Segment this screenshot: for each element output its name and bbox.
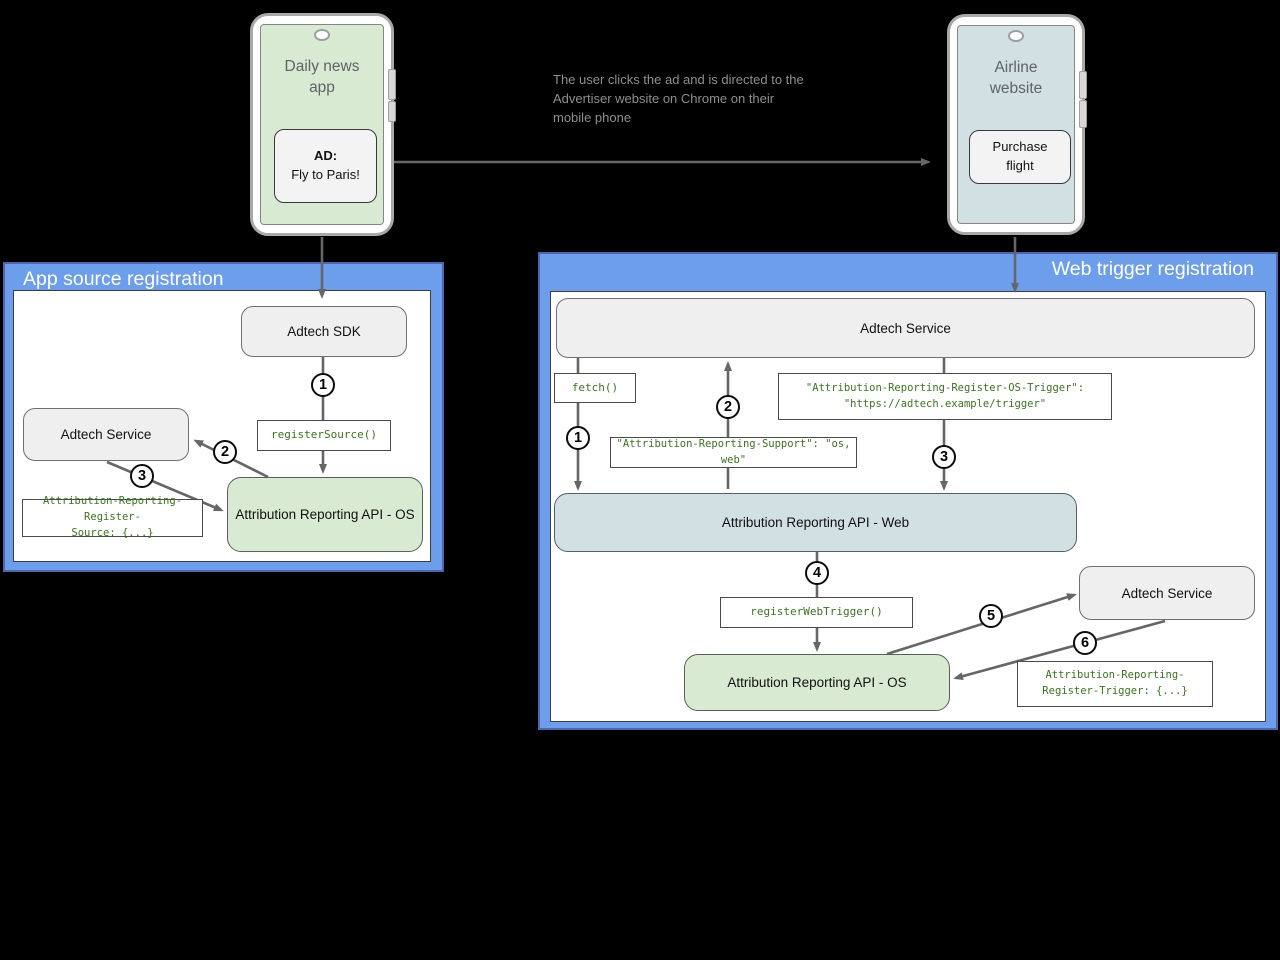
step-3-badge: 3 xyxy=(130,464,154,488)
phone-volume-button xyxy=(1079,71,1087,99)
purchase-flight-button: Purchase flight xyxy=(969,130,1071,184)
airline-screen: Airline website Purchase flight xyxy=(957,25,1075,224)
app-title: Daily news app xyxy=(284,58,360,96)
phone-power-button xyxy=(388,101,396,122)
user-click-annotation: The user clicks the ad and is directed t… xyxy=(553,72,804,125)
phone-volume-button xyxy=(388,69,396,100)
panel-title: App source registration xyxy=(23,268,224,290)
register-source-header-codebox: Attribution-Reporting-Register- Source: … xyxy=(22,495,203,539)
phone-daily-news-app: Daily news app AD: Fly to Paris! xyxy=(250,13,396,236)
fetch-codebox: fetch() xyxy=(554,373,636,403)
camera-dot-icon xyxy=(314,29,330,41)
os-trigger-header-codebox: "Attribution-Reporting-Register-OS-Trigg… xyxy=(778,373,1112,420)
adtech-service-box: Adtech Service xyxy=(23,408,189,461)
ad-text: Fly to Paris! xyxy=(291,167,360,182)
register-trigger-header-codebox: Attribution-Reporting- Register-Trigger:… xyxy=(1017,661,1213,707)
attribution-api-web-box: Attribution Reporting API - Web xyxy=(554,493,1077,552)
daily-news-screen: Daily news app AD: Fly to Paris! xyxy=(260,24,384,225)
attribution-api-os-box: Attribution Reporting API - OS xyxy=(684,654,950,711)
attribution-api-os-box: Attribution Reporting API - OS xyxy=(227,477,423,552)
ad-banner: AD: Fly to Paris! xyxy=(274,129,377,203)
site-title: Airline website xyxy=(989,59,1043,97)
adtech-sdk-box: Adtech SDK xyxy=(241,306,407,357)
panel-title: Web trigger registration xyxy=(1051,258,1254,280)
camera-dot-icon xyxy=(1008,30,1024,42)
step-5-badge: 5 xyxy=(979,604,1003,628)
phone-power-button xyxy=(1079,100,1087,128)
register-source-codebox: registerSource() xyxy=(257,420,391,451)
step-1-badge: 1 xyxy=(311,373,335,397)
step-2-badge: 2 xyxy=(213,440,237,464)
step-2-badge: 2 xyxy=(716,395,740,419)
purchase-flight-label: Purchase flight xyxy=(992,139,1048,173)
register-web-trigger-codebox: registerWebTrigger() xyxy=(720,597,913,628)
adtech-service-right-box: Adtech Service xyxy=(1079,566,1255,620)
phone-airline-website: Airline website Purchase flight xyxy=(947,14,1087,235)
step-4-badge: 4 xyxy=(805,561,829,585)
step-3-badge: 3 xyxy=(932,445,956,469)
ad-label: AD: xyxy=(313,148,338,164)
adtech-service-top-box: Adtech Service xyxy=(556,298,1255,358)
step-1-badge: 1 xyxy=(566,426,590,450)
support-header-codebox: "Attribution-Reporting-Support": "os, we… xyxy=(610,437,857,468)
step-6-badge: 6 xyxy=(1073,631,1097,655)
